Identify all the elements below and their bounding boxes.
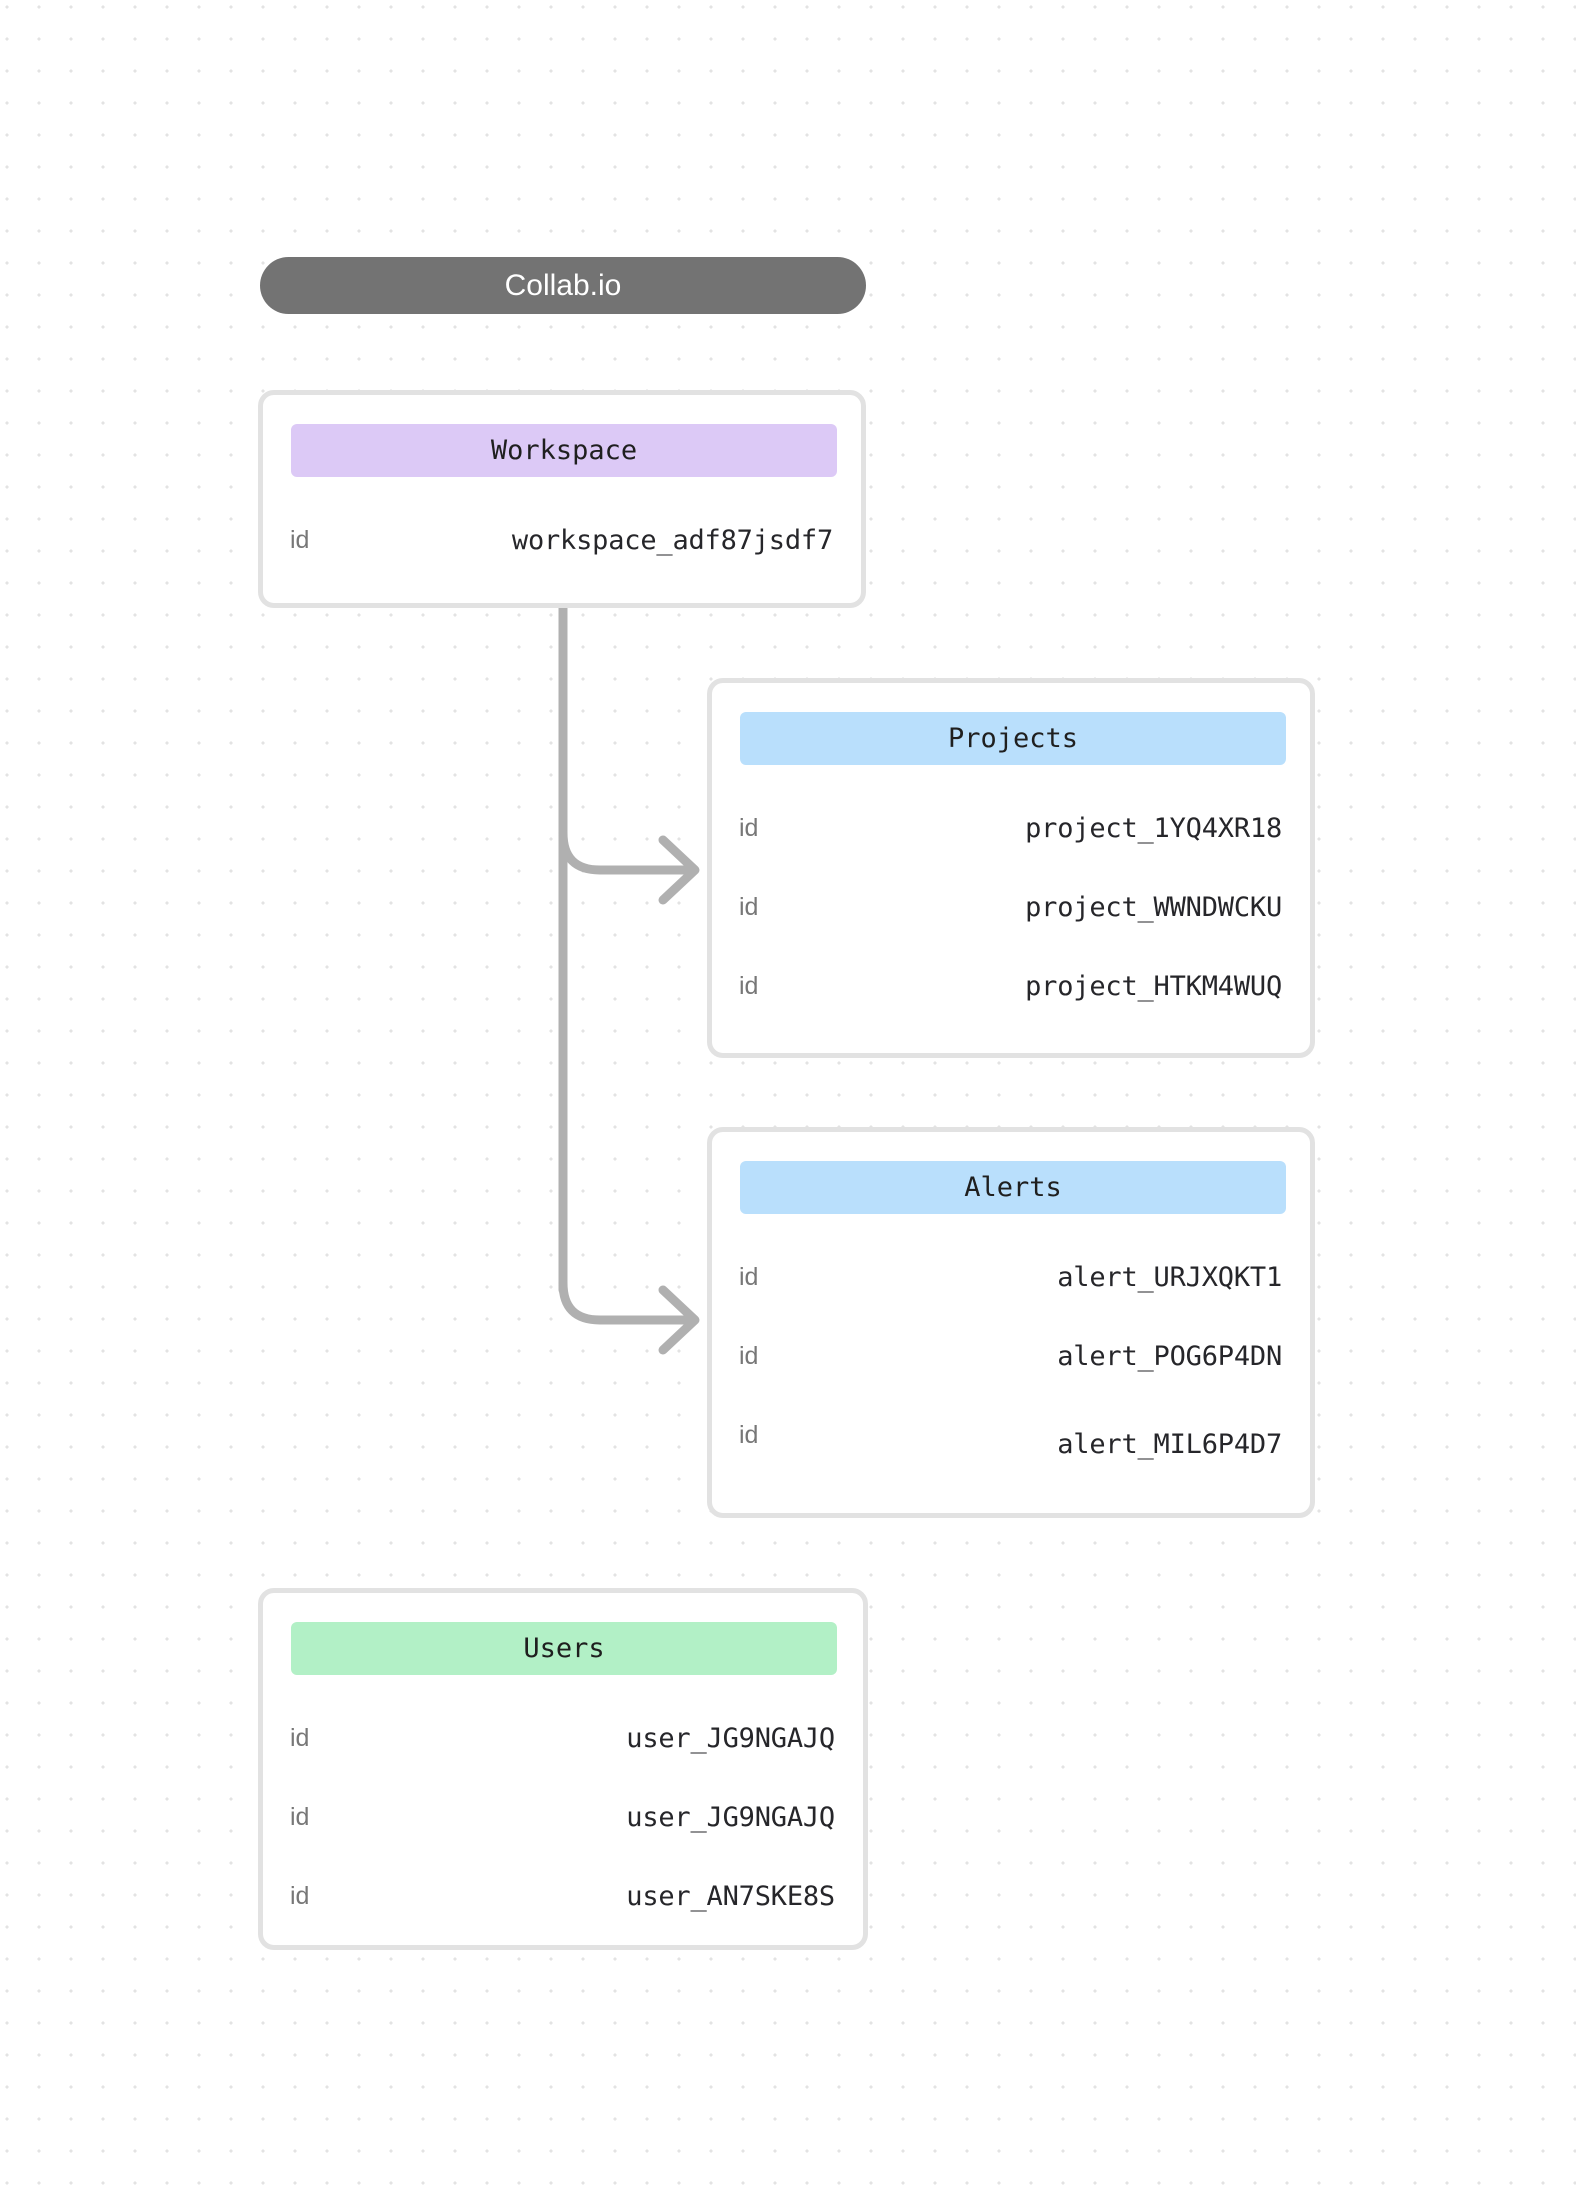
row-key: id [290,526,310,554]
entity-card-alerts[interactable]: Alerts id alert_URJXQKT1 id alert_POG6P4… [707,1127,1315,1518]
table-row[interactable]: id project_1YQ4XR18 [712,789,1310,868]
row-key: id [739,1263,759,1291]
row-value: user_AN7SKE8S [626,1881,835,1912]
table-row[interactable]: id alert_MIL6P4D7 [712,1396,1310,1475]
connector-workspace-to-projects [558,828,695,875]
row-value: user_JG9NGAJQ [626,1723,835,1754]
row-value: user_JG9NGAJQ [626,1802,835,1833]
card-rows-alerts: id alert_URJXQKT1 id alert_POG6P4DN id a… [712,1238,1310,1475]
row-key: id [739,893,759,921]
row-key: id [739,814,759,842]
table-row[interactable]: id user_JG9NGAJQ [263,1699,863,1778]
arrowhead-projects [658,835,700,905]
row-value: workspace_adf87jsdf7 [511,525,833,556]
row-key: id [290,1803,310,1831]
entity-card-projects[interactable]: Projects id project_1YQ4XR18 id project_… [707,678,1315,1058]
table-row[interactable]: id user_JG9NGAJQ [263,1778,863,1857]
connector-workspace-to-alerts [558,1278,695,1325]
card-title-projects: Projects [740,712,1286,765]
row-key: id [739,972,759,1000]
table-row[interactable]: id alert_URJXQKT1 [712,1238,1310,1317]
entity-card-users[interactable]: Users id user_JG9NGAJQ id user_JG9NGAJQ … [258,1588,868,1950]
row-value: alert_POG6P4DN [1057,1341,1282,1372]
card-rows-workspace: id workspace_adf87jsdf7 [263,501,861,580]
card-rows-projects: id project_1YQ4XR18 id project_WWNDWCKU … [712,789,1310,1026]
row-key: id [290,1882,310,1910]
card-title-alerts: Alerts [740,1161,1286,1214]
row-key: id [739,1342,759,1370]
row-value: project_1YQ4XR18 [1025,813,1282,844]
row-value: alert_MIL6P4D7 [1057,1429,1282,1460]
entity-card-workspace[interactable]: Workspace id workspace_adf87jsdf7 [258,390,866,608]
table-row[interactable]: id user_AN7SKE8S [263,1857,863,1936]
row-value: alert_URJXQKT1 [1057,1262,1282,1293]
table-row[interactable]: id project_HTKM4WUQ [712,947,1310,1026]
row-key: id [290,1724,310,1752]
row-key: id [739,1421,759,1449]
card-title-workspace: Workspace [291,424,837,477]
table-row[interactable]: id project_WWNDWCKU [712,868,1310,947]
table-row[interactable]: id alert_POG6P4DN [712,1317,1310,1396]
card-title-users: Users [291,1622,837,1675]
row-value: project_WWNDWCKU [1025,892,1282,923]
arrowhead-alerts [658,1285,700,1355]
row-value: project_HTKM4WUQ [1025,971,1282,1002]
card-rows-users: id user_JG9NGAJQ id user_JG9NGAJQ id use… [263,1699,863,1936]
diagram-title: Collab.io [260,257,866,314]
table-row[interactable]: id workspace_adf87jsdf7 [263,501,861,580]
